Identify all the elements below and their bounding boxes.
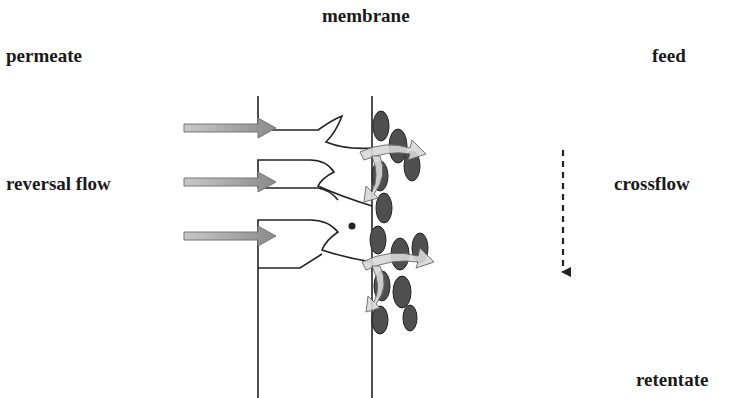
pore-particle: [349, 223, 356, 230]
text-label: retentate: [636, 370, 708, 391]
membrane-wall: [258, 96, 372, 398]
text-label: reversal flow: [6, 174, 111, 195]
backflush-arrow: [360, 140, 434, 312]
text-label: feed: [652, 46, 686, 67]
text-label: membrane: [322, 6, 410, 27]
reversal-arrow: [184, 118, 276, 246]
text-label: permeate: [6, 46, 82, 67]
text-label: crossflow: [614, 174, 690, 195]
crossflow-arrow: [562, 150, 564, 272]
